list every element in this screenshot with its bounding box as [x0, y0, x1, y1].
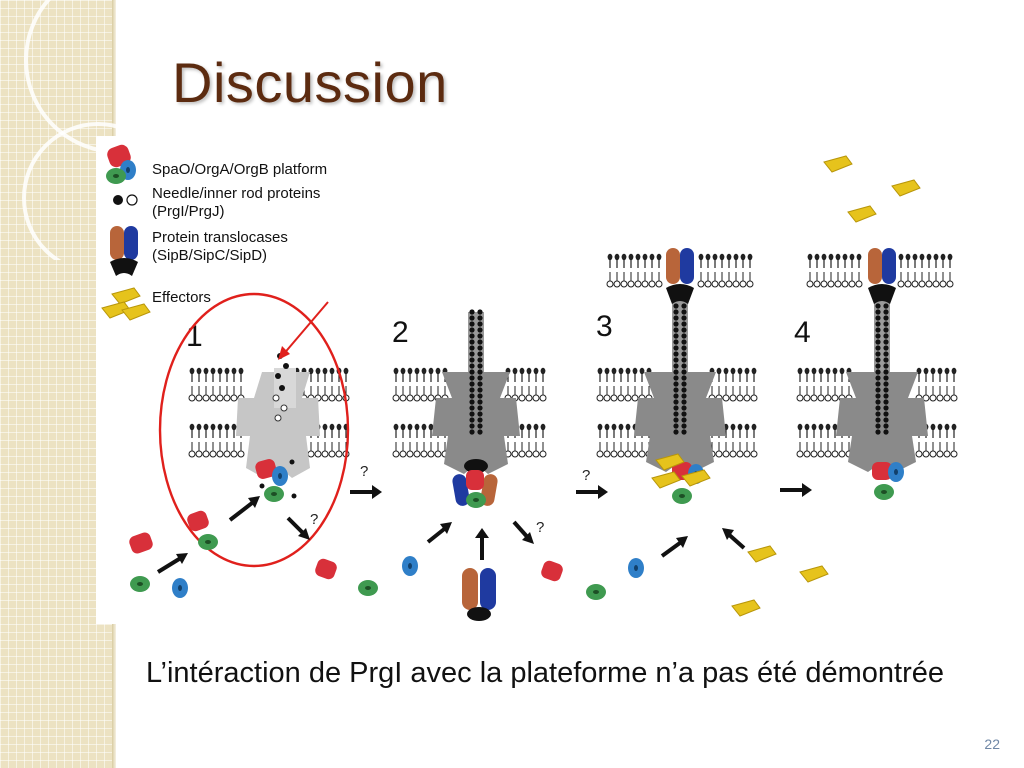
legend: SpaO/OrgA/OrgB platform Needle/inner rod… — [101, 144, 327, 321]
needle-rod-step-4 — [875, 303, 889, 435]
legend-needle-label-2: (PrgI/PrgJ) — [152, 203, 225, 220]
page-number: 22 — [984, 736, 1000, 752]
legend-translocase-label-1: Protein translocases — [152, 229, 288, 246]
cytoplasmic-components — [129, 510, 829, 621]
question-mark-3: ? — [536, 519, 544, 536]
legend-platform-label: SpaO/OrgA/OrgB platform — [152, 161, 327, 178]
platform-step-1 — [255, 459, 297, 502]
diagram-svg: SpaO/OrgA/OrgB platform Needle/inner rod… — [101, 144, 958, 621]
step-4-label: 4 — [794, 316, 811, 349]
needle-rod-step-3 — [673, 303, 687, 435]
slide-caption: L’intéraction de PrgI avec la plateforme… — [146, 657, 944, 689]
needle-rod-step-2 — [469, 309, 483, 435]
platform-step-3 — [651, 453, 711, 504]
needle-legend-icon — [113, 194, 138, 206]
question-mark-2: ? — [310, 511, 318, 528]
legend-needle-label-1: Needle/inner rod proteins — [152, 185, 320, 202]
platform-step-4 — [872, 462, 904, 500]
step-2-label: 2 — [392, 316, 409, 349]
legend-translocase-label-2: (SipB/SipC/SipD) — [152, 247, 267, 264]
effector-legend-icon — [101, 287, 151, 321]
highlight-circle — [158, 292, 350, 568]
free-translocase — [462, 568, 496, 621]
legend-effectors-label: Effectors — [152, 289, 211, 306]
secretion-diagram: SpaO/OrgA/OrgB platform Needle/inner rod… — [96, 136, 962, 624]
question-mark-4: ? — [582, 467, 590, 484]
slide-title: Discussion — [172, 51, 448, 114]
apparatus-step-3 — [634, 248, 726, 472]
apparatus-step-1 — [236, 368, 320, 478]
assembly-arrows — [156, 483, 812, 574]
translocase-legend-icon — [110, 226, 138, 276]
platform-step-2 — [452, 470, 498, 508]
platform-legend-icon — [106, 144, 136, 184]
highlight-arrow — [278, 301, 329, 360]
step-3-label: 3 — [596, 310, 613, 343]
question-mark-1: ? — [360, 463, 368, 480]
secreted-effectors — [823, 155, 921, 223]
